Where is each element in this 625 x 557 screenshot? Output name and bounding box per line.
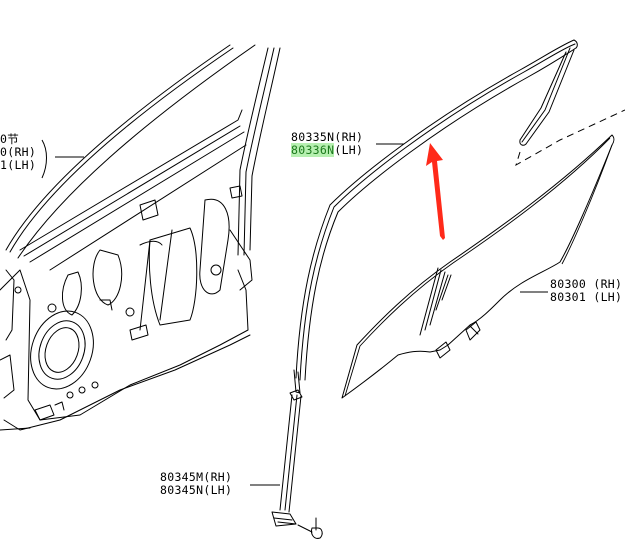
glass-run-drawing bbox=[295, 39, 625, 381]
sash-label-lh: 80345N(LH) bbox=[160, 483, 233, 497]
glass-run-lh-code-highlighted: 80336N bbox=[291, 143, 335, 157]
door-panel-brace bbox=[41, 139, 47, 179]
door-panel-label-line1: 0节 bbox=[0, 132, 20, 146]
door-panel-label: 0节 0(RH) 1(LH) bbox=[0, 133, 36, 172]
glass-run-label-lh: 80336N(LH) bbox=[291, 143, 364, 157]
sash-label: 80345M(RH) 80345N(LH) bbox=[160, 471, 232, 497]
glass-run-label-rh: 80335N(RH) bbox=[291, 130, 364, 144]
door-glass-label-rh: 80300 (RH) bbox=[550, 277, 623, 291]
door-panel-label-rh: 0(RH) bbox=[0, 145, 37, 159]
glass-run-label: 80335N(RH) 80336N(LH) bbox=[291, 131, 363, 157]
door-panel-label-lh: 1(LH) bbox=[0, 158, 37, 172]
door-panel-drawing bbox=[0, 44, 281, 431]
sash-label-rh: 80345M(RH) bbox=[160, 470, 233, 484]
door-glass-drawing bbox=[341, 134, 615, 399]
sash-drawing bbox=[271, 369, 323, 539]
glass-run-lh-suffix: (LH) bbox=[334, 143, 364, 157]
red-arrow-annotation bbox=[426, 143, 445, 240]
door-glass-label-lh: 80301 (LH) bbox=[550, 290, 623, 304]
door-glass-label: 80300 (RH) 80301 (LH) bbox=[550, 278, 622, 304]
